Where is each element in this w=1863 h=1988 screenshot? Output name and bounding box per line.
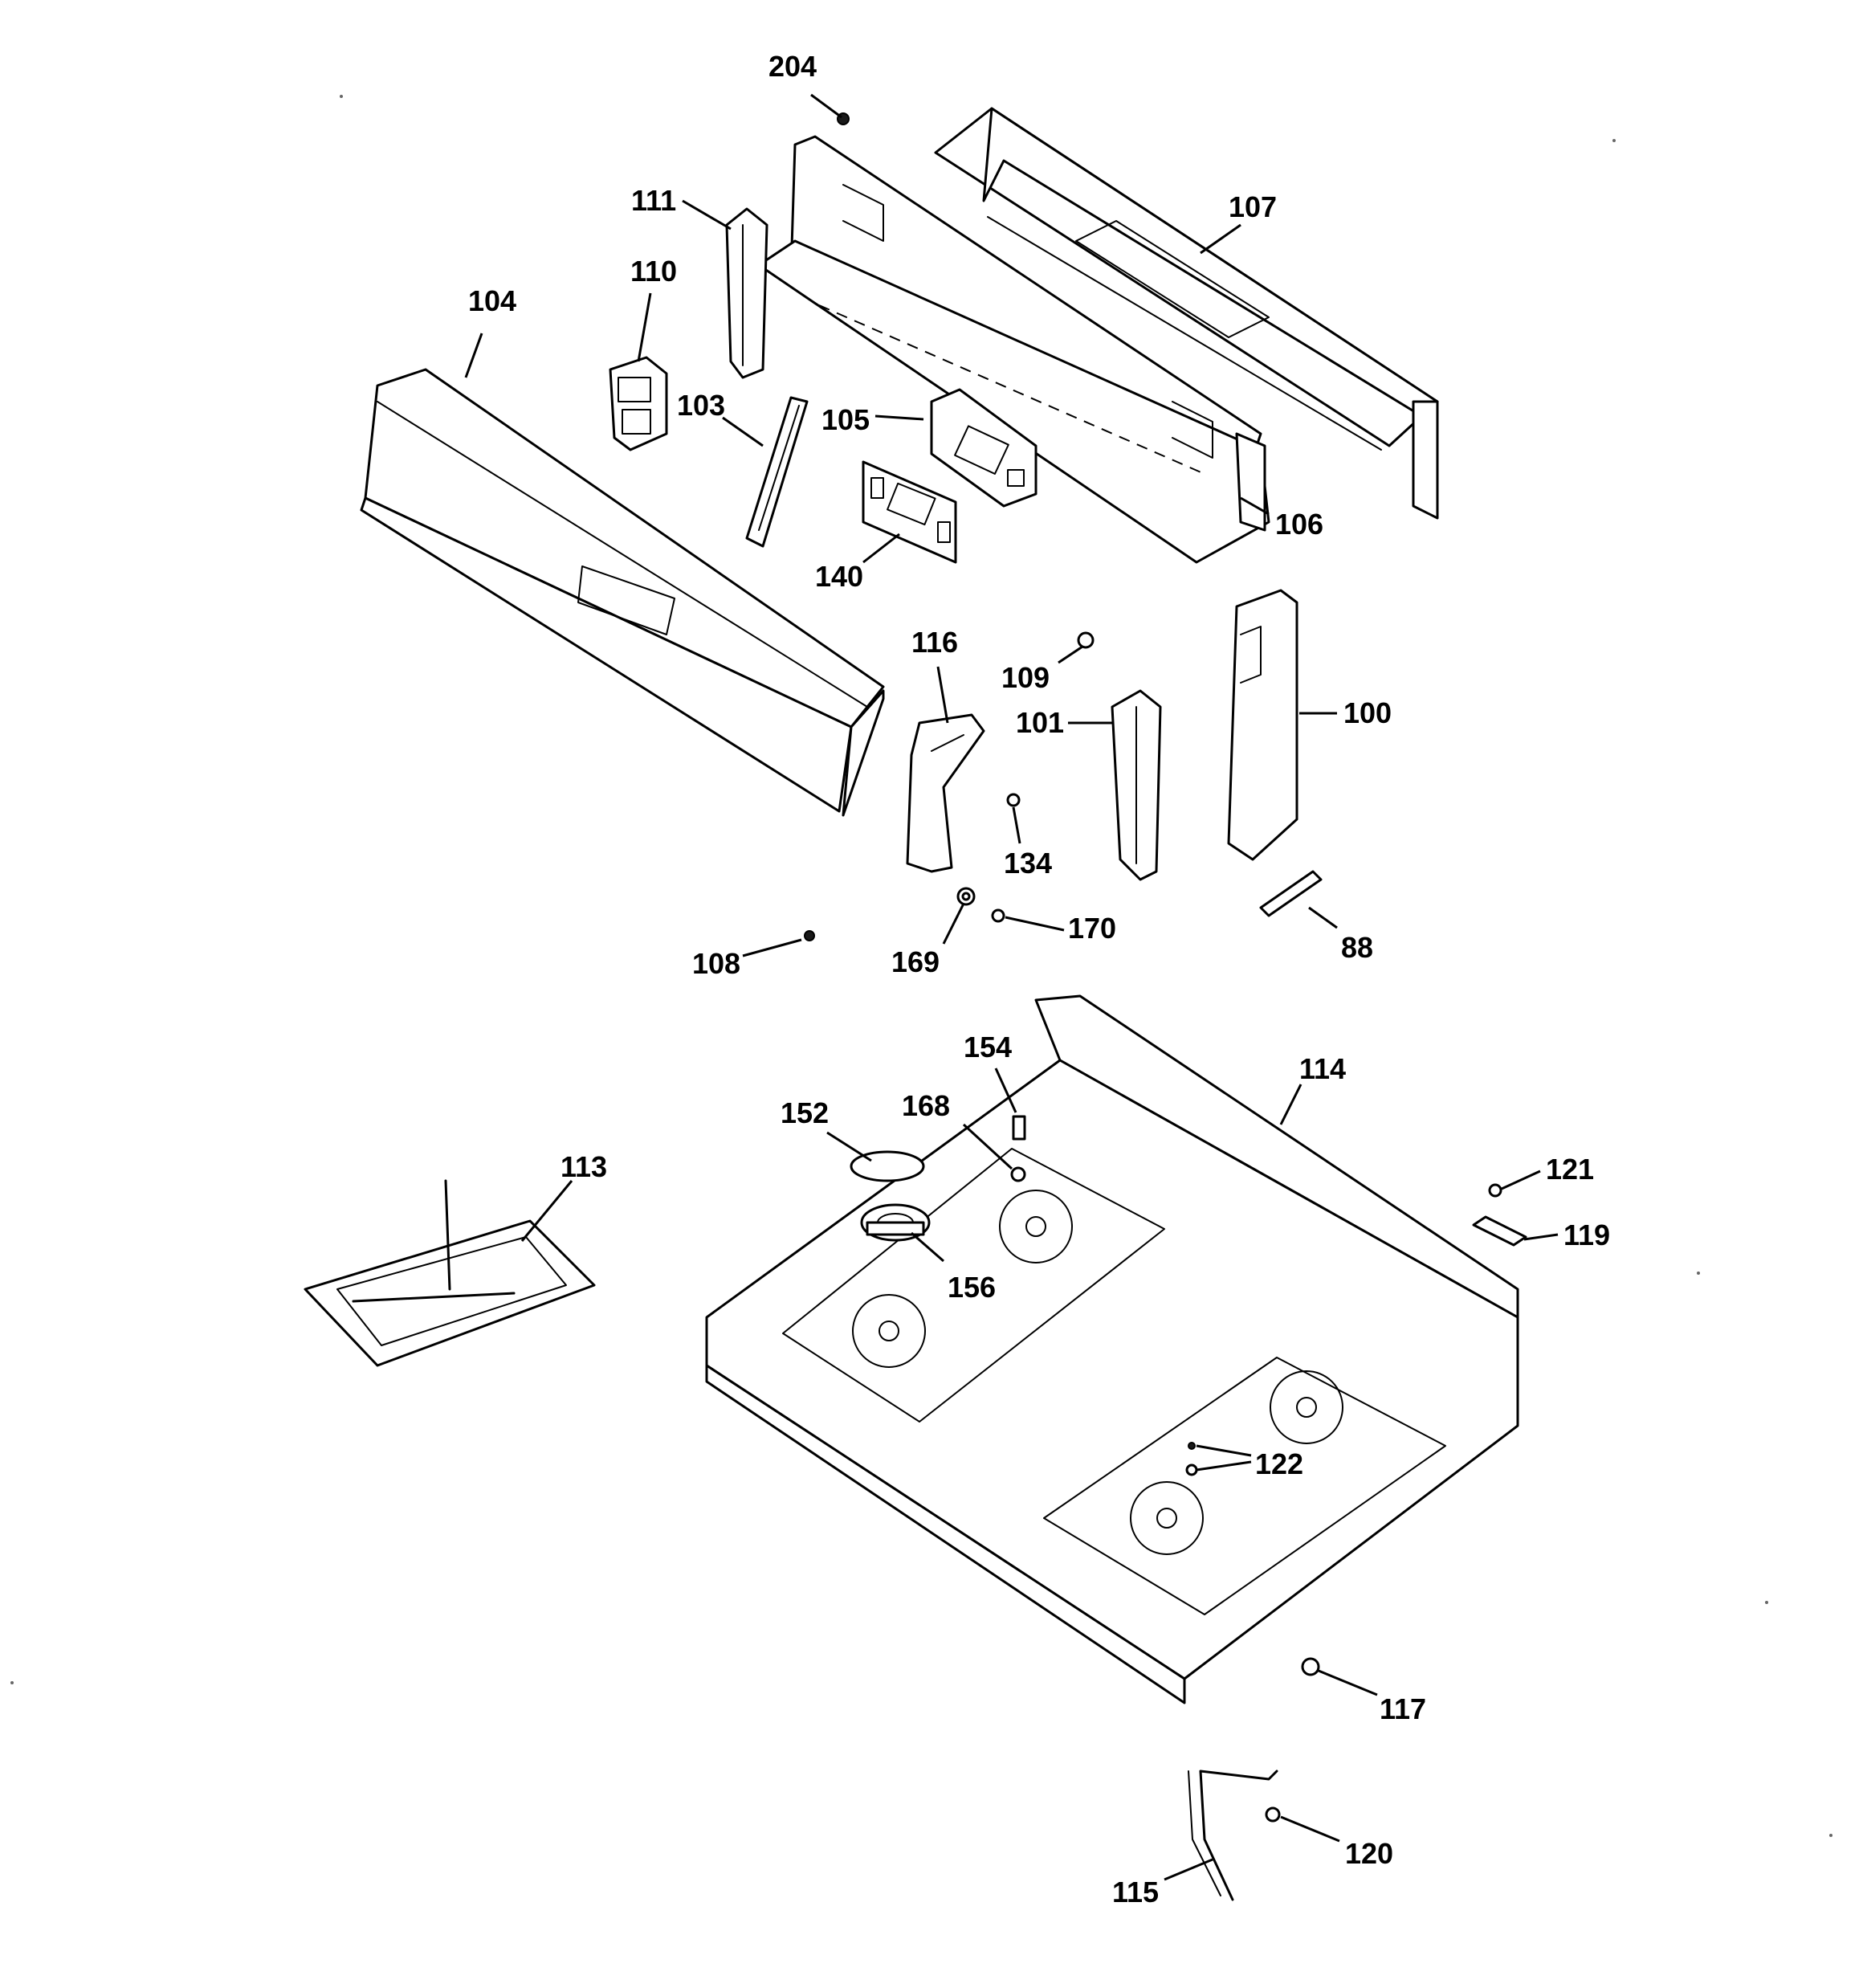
spacer-88 — [1259, 870, 1323, 917]
clock-timer-105 — [930, 388, 1037, 508]
callout-122: 122 — [1255, 1447, 1303, 1480]
leader-lines — [464, 93, 1559, 1881]
callout-119: 119 — [1563, 1219, 1610, 1251]
callout-88: 88 — [1341, 931, 1373, 964]
grate-113 — [304, 1179, 596, 1367]
callout-152: 152 — [781, 1096, 829, 1129]
callout-115: 115 — [1112, 1876, 1159, 1908]
callout-204: 204 — [768, 50, 817, 83]
screw-168 — [1010, 1166, 1026, 1182]
callout-134: 134 — [1004, 847, 1052, 880]
control-panel-104 — [360, 368, 885, 817]
callout-110: 110 — [630, 255, 677, 288]
electrode-154 — [1012, 1115, 1026, 1141]
callout-105: 105 — [821, 403, 870, 436]
screw-108 — [804, 930, 815, 941]
end-cap-116 — [906, 713, 985, 873]
callout-114: 114 — [1299, 1052, 1346, 1085]
rear-cover-107 — [934, 107, 1439, 520]
screw-120 — [1265, 1806, 1281, 1823]
grommet-169 — [956, 887, 976, 906]
callout-101: 101 — [1016, 706, 1064, 739]
callout-113: 113 — [561, 1150, 607, 1183]
bracket-103 — [745, 396, 809, 548]
bracket-101 — [1111, 689, 1162, 881]
screw-170 — [991, 908, 1005, 923]
callout-104: 104 — [468, 284, 516, 317]
callout-109: 109 — [1001, 661, 1050, 694]
scan-specks — [10, 95, 1832, 1837]
screw-122 — [1185, 1442, 1198, 1476]
end-cap-100 — [1227, 589, 1298, 861]
callout-111: 111 — [631, 184, 676, 217]
callout-140: 140 — [815, 560, 863, 593]
callout-154: 154 — [964, 1031, 1012, 1063]
nut-117 — [1301, 1657, 1320, 1676]
callout-170: 170 — [1068, 912, 1116, 945]
callout-100: 100 — [1343, 696, 1392, 729]
overlay-140 — [862, 460, 957, 564]
callout-107: 107 — [1229, 190, 1277, 223]
callout-103: 103 — [677, 389, 725, 422]
screw-134 — [1006, 793, 1021, 807]
switch-110 — [609, 356, 668, 451]
backsplash-panel-106 — [757, 135, 1270, 564]
side-bracket-111 — [725, 207, 768, 379]
callout-168: 168 — [902, 1089, 950, 1122]
nut-109 — [1077, 631, 1095, 649]
screw-121 — [1488, 1183, 1502, 1198]
bracket-119 — [1472, 1215, 1527, 1247]
callout-169: 169 — [891, 945, 940, 978]
callout-121: 121 — [1546, 1153, 1594, 1186]
burner-head-156 — [860, 1203, 931, 1242]
callout-106: 106 — [1275, 508, 1323, 541]
callout-116: 116 — [911, 626, 958, 659]
callout-156: 156 — [948, 1271, 996, 1304]
callout-120: 120 — [1345, 1837, 1393, 1870]
callout-labels: 204 107 111 110 104 103 105 106 140 116 … — [468, 50, 1610, 1908]
callout-117: 117 — [1380, 1692, 1426, 1725]
support-rod-115 — [1188, 1770, 1278, 1901]
callout-108: 108 — [692, 947, 740, 980]
